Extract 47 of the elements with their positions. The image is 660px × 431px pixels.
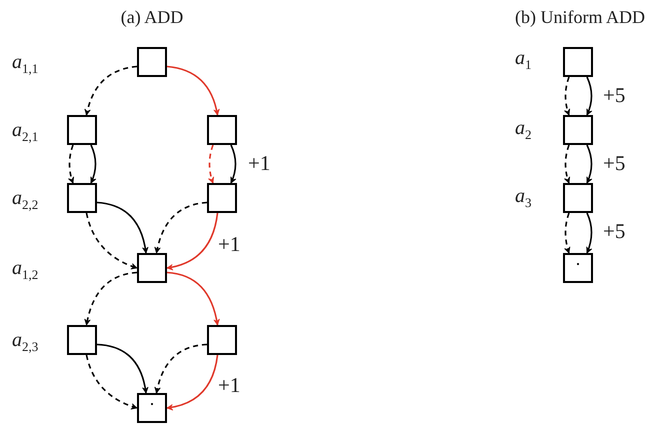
empty-box	[207, 183, 237, 213]
arrow	[166, 212, 218, 270]
arrow	[154, 202, 208, 254]
empty-box	[67, 115, 97, 145]
empty-box	[137, 47, 167, 77]
dot-symbol: ·	[149, 395, 155, 413]
arrow	[230, 144, 236, 184]
terminal-box	[137, 393, 167, 423]
arrow	[586, 144, 592, 184]
arrow	[154, 344, 208, 394]
arrow	[96, 344, 148, 394]
variable-label: a$_{2,1}$	[12, 120, 38, 143]
arrow	[86, 354, 138, 410]
arrow	[586, 212, 592, 254]
arrow	[68, 144, 74, 184]
arrow	[586, 76, 592, 116]
variable-label: a$_{1,1}$	[12, 52, 38, 75]
empty-box	[67, 325, 97, 355]
variable-label: a$_{2}$	[515, 118, 532, 141]
panel-title: (b) Uniform ADD	[515, 8, 645, 26]
arrow	[166, 354, 218, 410]
arrow	[84, 272, 138, 326]
arrow	[84, 66, 138, 116]
terminal-box	[563, 253, 593, 283]
arrow	[90, 144, 96, 184]
empty-box	[67, 183, 97, 213]
arrow	[208, 144, 214, 184]
empty-box	[137, 253, 167, 283]
arrow	[96, 202, 148, 254]
empty-box	[563, 183, 593, 213]
panel-title: (a) ADD	[120, 8, 184, 26]
empty-box	[207, 115, 237, 145]
arrow	[564, 212, 570, 254]
variable-label: a$_{1}$	[515, 48, 532, 71]
variable-label: a$_{2,2}$	[12, 188, 38, 211]
empty-box	[563, 47, 593, 77]
arrow	[166, 272, 220, 326]
arrow	[564, 144, 570, 184]
variable-label: a$_{3}$	[515, 186, 532, 209]
variable-label: a$_{1,2}$	[12, 258, 38, 281]
empty-box	[563, 115, 593, 145]
arrow	[564, 76, 570, 116]
empty-box	[207, 325, 237, 355]
variable-label: a$_{2,3}$	[12, 330, 38, 353]
arrow	[166, 66, 220, 116]
arrow	[86, 212, 138, 270]
dot-symbol: ·	[575, 255, 581, 273]
